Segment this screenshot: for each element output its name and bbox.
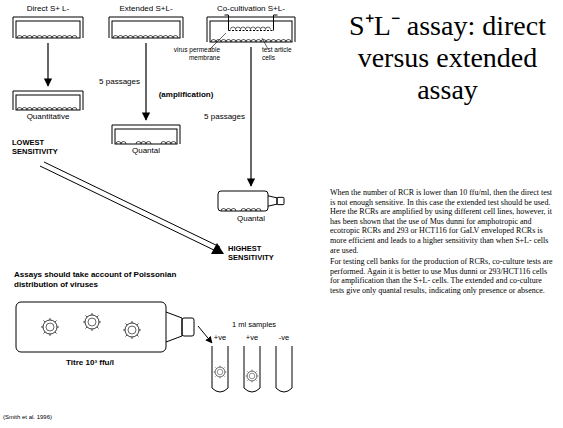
culture-dish: Quantal bbox=[111, 122, 181, 156]
dish-drawing bbox=[12, 14, 84, 40]
dish-drawing bbox=[111, 122, 181, 146]
sensitivity-arrow bbox=[44, 162, 220, 247]
culture-dish: Direct S+ L- bbox=[12, 4, 84, 40]
body-text: For testing cell banks for the productio… bbox=[330, 257, 556, 295]
annotation: Titre 10³ ffu/l bbox=[30, 358, 150, 368]
culture-dish: Co-cultivation S+L- bbox=[206, 4, 296, 44]
annotation: HIGHEST SENSITIVITY bbox=[228, 244, 304, 262]
flow-arrow bbox=[145, 43, 146, 120]
culture-dish: Quantal bbox=[216, 188, 286, 224]
annotation: +ve bbox=[238, 333, 266, 342]
annotation: test article cells bbox=[262, 46, 300, 62]
edge-label: 5 passages bbox=[203, 112, 246, 122]
annotation: +ve bbox=[206, 333, 234, 342]
dish-label: Direct S+ L- bbox=[12, 4, 84, 14]
dish-label: Extended S+L- bbox=[108, 4, 184, 14]
dish-drawing bbox=[108, 14, 184, 40]
annotation: Assays should take account of Poissonian… bbox=[14, 270, 189, 289]
dish-label: Quantal bbox=[216, 214, 286, 224]
edge-label: 5 passages bbox=[98, 77, 141, 87]
culture-dish: Quantitative bbox=[12, 88, 84, 122]
annotation: LOWEST SENSITIVITY bbox=[12, 138, 84, 156]
flow-arrow bbox=[250, 47, 251, 186]
dish-label: Co-cultivation S+L- bbox=[206, 4, 296, 14]
annotation: (amplification) bbox=[150, 90, 222, 100]
annotation: -ve bbox=[270, 333, 298, 342]
sensitivity-arrow bbox=[40, 166, 218, 252]
citation: (Smith et al. 1996) bbox=[3, 414, 123, 421]
annotation: virus permeable membrane bbox=[168, 46, 220, 62]
sampling-arrow bbox=[198, 326, 212, 343]
culture-dish: Extended S+L- bbox=[108, 4, 184, 40]
dish-label: Quantal bbox=[111, 146, 181, 156]
culture-flask bbox=[16, 302, 194, 352]
flow-arrow bbox=[47, 43, 48, 86]
dish-label: Quantitative bbox=[12, 112, 84, 122]
dish-drawing bbox=[206, 14, 296, 44]
dish-drawing bbox=[12, 88, 84, 112]
sample-tubes bbox=[212, 346, 292, 392]
sensitivity-arrowhead bbox=[211, 243, 224, 254]
body-text: When the number of RCR is lower than 10 … bbox=[330, 188, 556, 255]
annotation: 1 ml samples bbox=[214, 320, 294, 329]
culture-flask bbox=[216, 188, 286, 214]
slide-title: S⁺L⁻ assay: direct versus extended assay bbox=[345, 10, 550, 106]
